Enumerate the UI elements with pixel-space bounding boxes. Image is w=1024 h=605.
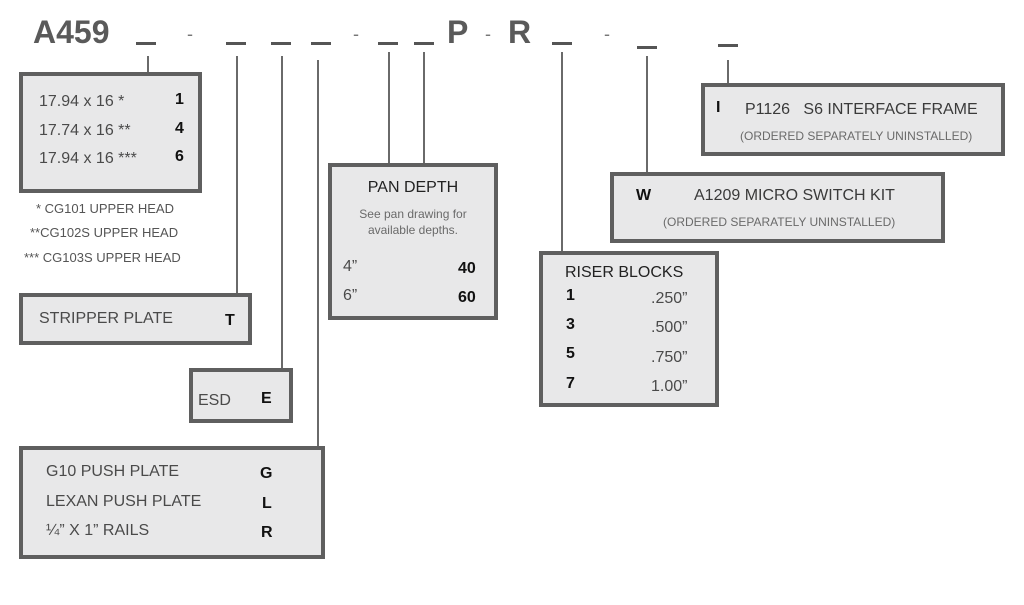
riser-value: .250” bbox=[651, 290, 688, 307]
push-code: L bbox=[262, 495, 272, 512]
switch-code: W bbox=[636, 187, 652, 204]
separator: - bbox=[604, 24, 610, 44]
size-label: 17.74 x 16 ** bbox=[39, 122, 131, 139]
pan-depth-label: 4” bbox=[343, 258, 358, 275]
connector-line bbox=[727, 60, 729, 84]
blank-switch bbox=[637, 46, 657, 49]
push-code: G bbox=[260, 465, 273, 482]
push-label: G10 PUSH PLATE bbox=[46, 463, 180, 480]
separator: - bbox=[485, 24, 491, 44]
switch-note: (ORDERED SEPARATELY UNINSTALLED) bbox=[663, 215, 896, 229]
pan-depth-note: See pan drawing for bbox=[359, 207, 467, 221]
separator: - bbox=[187, 24, 193, 44]
interface-frame-box: I P1126 S6 INTERFACE FRAME (ORDERED SEPA… bbox=[701, 83, 1005, 156]
blank-pan-1 bbox=[378, 42, 398, 45]
connector-line bbox=[646, 56, 648, 174]
blank-pan-2 bbox=[414, 42, 434, 45]
riser-code: 3 bbox=[566, 316, 575, 333]
blank-stripper bbox=[226, 42, 246, 45]
stripper-box: STRIPPER PLATE T bbox=[19, 293, 252, 345]
part-letter-r: R bbox=[508, 14, 532, 50]
size-label: 17.94 x 16 *** bbox=[39, 150, 137, 167]
connector-line bbox=[423, 52, 425, 165]
pan-depth-title: PAN DEPTH bbox=[367, 179, 459, 196]
interface-note: (ORDERED SEPARATELY UNINSTALLED) bbox=[740, 129, 973, 143]
riser-code: 5 bbox=[566, 345, 575, 362]
blank-interface bbox=[718, 44, 738, 47]
riser-blocks-title: RISER BLOCKS bbox=[565, 264, 684, 281]
push-label: LEXAN PUSH PLATE bbox=[46, 493, 202, 510]
riser-value: .500” bbox=[651, 319, 688, 336]
esd-code: E bbox=[261, 390, 272, 407]
blank-size bbox=[136, 42, 156, 45]
size-code: 6 bbox=[175, 148, 184, 165]
part-letter-p: P bbox=[447, 14, 469, 50]
blank-riser bbox=[552, 42, 572, 45]
connector-line bbox=[317, 60, 319, 452]
interface-label: P1126 S6 INTERFACE FRAME bbox=[745, 101, 978, 118]
pan-depth-code: 60 bbox=[458, 289, 476, 306]
connector-line bbox=[236, 56, 238, 295]
connector-line bbox=[561, 52, 563, 253]
riser-code: 1 bbox=[566, 287, 575, 304]
pan-depth-box: PAN DEPTH See pan drawing for available … bbox=[328, 163, 498, 320]
part-prefix: A459 bbox=[33, 14, 110, 50]
esd-box: ESD E bbox=[189, 368, 293, 423]
connector-line bbox=[281, 56, 283, 369]
pan-depth-label: 6” bbox=[343, 287, 358, 304]
riser-code: 7 bbox=[566, 375, 575, 392]
esd-label: ESD bbox=[198, 392, 231, 409]
pan-depth-code: 40 bbox=[458, 260, 476, 277]
push-code: R bbox=[261, 524, 273, 541]
interface-code: I bbox=[716, 99, 721, 116]
connector-line bbox=[147, 56, 149, 74]
riser-blocks-box: RISER BLOCKS 1 .250” 3 .500” 5 .750” 7 1… bbox=[539, 251, 719, 407]
micro-switch-box: W A1209 MICRO SWITCH KIT (ORDERED SEPARA… bbox=[610, 172, 945, 243]
stripper-code: T bbox=[225, 312, 235, 329]
size-label: 17.94 x 16 * bbox=[39, 93, 125, 110]
push-plate-box: G10 PUSH PLATE G LEXAN PUSH PLATE L ¼” X… bbox=[19, 446, 325, 559]
blank-esd bbox=[271, 42, 291, 45]
switch-label: A1209 MICRO SWITCH KIT bbox=[694, 187, 895, 204]
size-code: 4 bbox=[175, 120, 184, 137]
stripper-label: STRIPPER PLATE bbox=[39, 310, 173, 327]
connector-line bbox=[388, 52, 390, 165]
push-label: ¼” X 1” RAILS bbox=[46, 522, 150, 539]
size-note: **CG102S UPPER HEAD bbox=[30, 225, 179, 240]
size-note: * CG101 UPPER HEAD bbox=[36, 201, 174, 216]
separator: - bbox=[353, 24, 359, 44]
size-note: *** CG103S UPPER HEAD bbox=[24, 250, 181, 265]
pan-depth-note: available depths. bbox=[367, 223, 459, 237]
blank-push bbox=[311, 42, 331, 45]
riser-value: .750” bbox=[651, 349, 688, 366]
riser-value: 1.00” bbox=[651, 378, 688, 395]
size-box: 17.94 x 16 * 1 17.74 x 16 ** 4 17.94 x 1… bbox=[19, 72, 202, 193]
size-code: 1 bbox=[175, 91, 184, 108]
